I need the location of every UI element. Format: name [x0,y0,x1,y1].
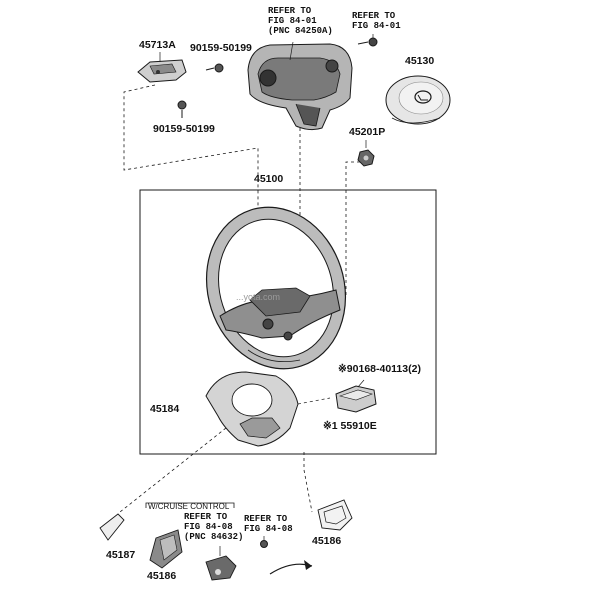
part-number-45100: 45100 [254,173,284,185]
part-number-45201p: 45201P [349,126,386,138]
bolt-cruise [260,536,268,548]
part-number-45713a: 45713A [139,39,176,51]
screw-upper-right [357,37,378,47]
trim-45187-part [99,513,125,541]
switch-45186-right-part [317,499,353,531]
part-number-90168-40113: ※90168-40113(2) [338,363,421,375]
switch-45186-left-part [149,529,183,569]
ref-fig-84-08-pnc-label: REFER TO FIG 84-08 (PNC 84632) [184,512,243,542]
ref-line-2: FIG 84-08 [244,524,293,534]
cruise-control-bracket [145,502,235,508]
steering-wheel-45100-part [205,206,347,370]
part-number-90159-50199-lower: 90159-50199 [153,123,215,135]
ref-fig-84-08-label: REFER TO FIG 84-08 [244,514,293,534]
ref-fig-84-01-label: REFER TO FIG 84-01 [352,11,401,31]
part-number-45187: 45187 [106,549,136,561]
cruise-switch-part [205,546,237,581]
part-number-45184: 45184 [150,403,180,415]
ref-fig-84-01-pnc-label: REFER TO FIG 84-01 (PNC 84250A) [268,6,333,36]
lower-cover-45184-part [205,371,331,447]
screw-90159-upper [205,63,224,73]
part-number-45186-right: 45186 [312,535,342,547]
ref-line-2: FIG 84-01 [268,16,317,26]
ref-line-3: (PNC 84632) [184,532,244,542]
ref-line-1: REFER TO [268,6,312,16]
part-number-90159-50199-upper: 90159-50199 [190,42,252,54]
part-number-55910e: ※1 55910E [323,420,377,432]
ref-line-3: (PNC 84250A) [268,26,333,36]
ref-line-1: REFER TO [352,11,396,21]
dashed-leader-bracket [123,84,259,282]
ref-line-1: REFER TO [244,514,288,524]
nut-45201p-part [357,149,375,167]
spoke-cover-part [247,43,353,131]
ref-line-2: FIG 84-01 [352,21,401,31]
module-55910e-part [335,379,377,413]
part-number-45130: 45130 [405,55,435,67]
ref-line-1: REFER TO [184,512,228,522]
part-number-45186-left: 45186 [147,570,177,582]
ref-line-2: FIG 84-08 [184,522,233,532]
bracket-45713a-part [137,59,187,83]
screw-90159-lower [177,100,187,118]
watermark: ...yota.com [236,292,281,302]
assembly-frame [139,189,437,455]
airbag-45130-part [385,75,451,125]
dashed-leader-nut [345,161,360,298]
cruise-control-note: W/CRUISE CONTROL [148,502,230,511]
